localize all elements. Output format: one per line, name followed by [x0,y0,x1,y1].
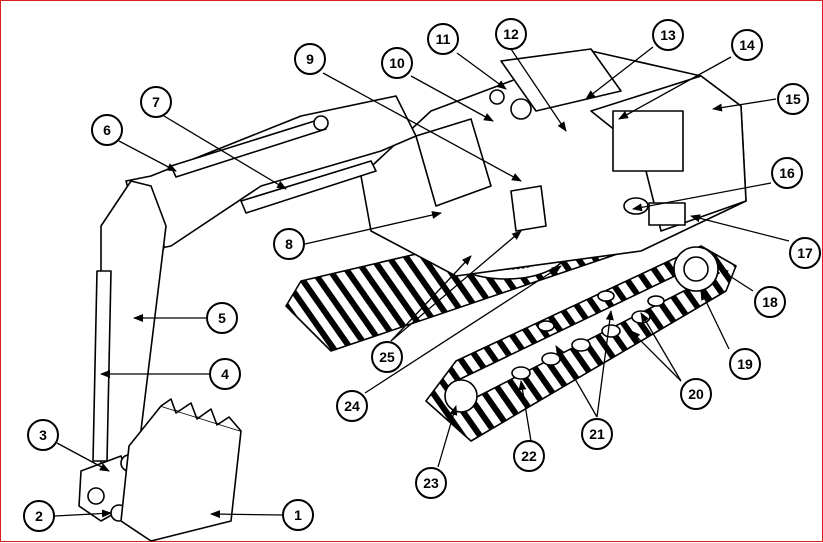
air-cleaner [510,98,532,120]
callout-9: 9 [294,43,326,75]
swing-motor [510,185,547,232]
stick-cylinder [170,118,327,178]
callout-22: 22 [513,440,545,472]
callout-8: 8 [273,228,305,260]
callout-19: 19 [729,348,761,380]
stick-cylinder-pin [313,115,329,131]
callout-15: 15 [777,83,809,115]
callout-12: 12 [495,18,527,50]
callout-21: 21 [581,418,613,450]
callout-14: 14 [731,29,763,61]
callout-1: 1 [282,499,314,531]
callout-25: 25 [371,341,403,373]
callout-16: 16 [771,157,803,189]
battery-box [648,202,686,226]
bucket-pin [87,487,105,505]
callout-23: 23 [415,467,447,499]
callout-17: 17 [789,237,821,269]
callout-5: 5 [206,302,238,334]
bucket-cylinder [92,270,112,462]
callout-6: 6 [91,114,123,146]
callout-13: 13 [652,19,684,51]
leader-lines [54,46,790,519]
callout-4: 4 [209,358,241,390]
callout-7: 7 [140,86,172,118]
callout-18: 18 [754,286,786,318]
callout-11: 11 [427,23,459,55]
callout-3: 3 [27,419,59,451]
radiator [612,110,684,172]
callout-2: 2 [23,500,55,532]
cab [415,118,492,207]
fuel-filter [623,197,649,215]
front-idler [444,379,478,413]
boom-cylinder [240,160,377,214]
callout-24: 24 [336,390,368,422]
bucket-teeth [160,398,242,432]
callout-20: 20 [680,378,712,410]
callout-10: 10 [381,47,413,79]
travel-motor [683,256,709,282]
fuel-cap [489,89,505,105]
